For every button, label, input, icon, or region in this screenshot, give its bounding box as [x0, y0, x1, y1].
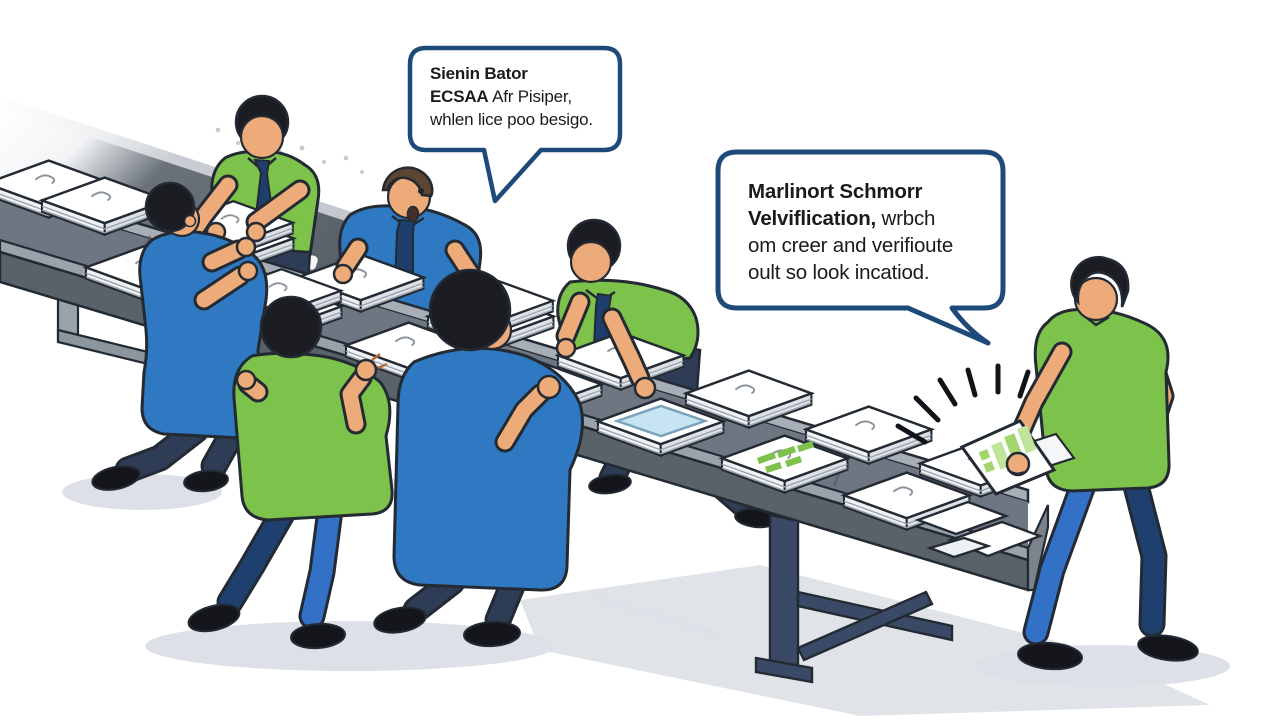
- blue-top-sheet: [613, 404, 709, 438]
- speech-bubble-right-text: Marlinort Schmorr Velviflication, wrbch …: [748, 178, 994, 286]
- speech-bubbles: [407, 45, 1006, 346]
- bubble2-line3: om creer and verifioute: [748, 234, 954, 257]
- hair: [428, 268, 512, 352]
- worker-green-foreground: [187, 295, 394, 650]
- reaching-arms: [185, 174, 657, 400]
- bubble1-line2-rest: Afr Pisiper,: [492, 87, 572, 106]
- face: [569, 240, 613, 284]
- ear: [183, 214, 197, 228]
- bubble2-line2-bold: Velviflication,: [748, 207, 877, 230]
- hair: [259, 295, 323, 359]
- bubble1-line1: Sienin Bator: [430, 64, 528, 83]
- bubble2-line2-rest: wrbch: [881, 207, 936, 230]
- loose-sheets: [914, 500, 1044, 559]
- green-checked-top-sheet: [756, 440, 815, 474]
- speech-bubble-right: [715, 149, 1006, 346]
- bubble1-line2-bold: ECSAA: [430, 87, 489, 106]
- eye: [418, 188, 424, 194]
- open-mouth: [406, 205, 420, 223]
- worker-blue-foreground: [373, 268, 584, 648]
- paper-stacks: [0, 159, 1044, 559]
- a-frame-leg: [754, 513, 954, 684]
- hair: [144, 181, 196, 233]
- bubble1-line3: whlen lice poo besigo.: [430, 110, 593, 129]
- verified-sheet-icon: [959, 419, 1076, 496]
- speech-bubble-left-text: Sienin Bator ECSAA Afr Pisiper, whlen li…: [430, 62, 610, 131]
- worker-green-right: [959, 255, 1199, 671]
- hair: [1070, 255, 1130, 308]
- bubble2-line4: oult so look incatiod.: [748, 261, 930, 284]
- fingers: [371, 353, 388, 370]
- face: [239, 114, 285, 160]
- belt-end-cap: [1026, 504, 1050, 592]
- speech-bubble-left: [407, 45, 623, 204]
- hair: [381, 166, 434, 198]
- bubble2-line1: Marlinort Schmorr: [748, 180, 923, 203]
